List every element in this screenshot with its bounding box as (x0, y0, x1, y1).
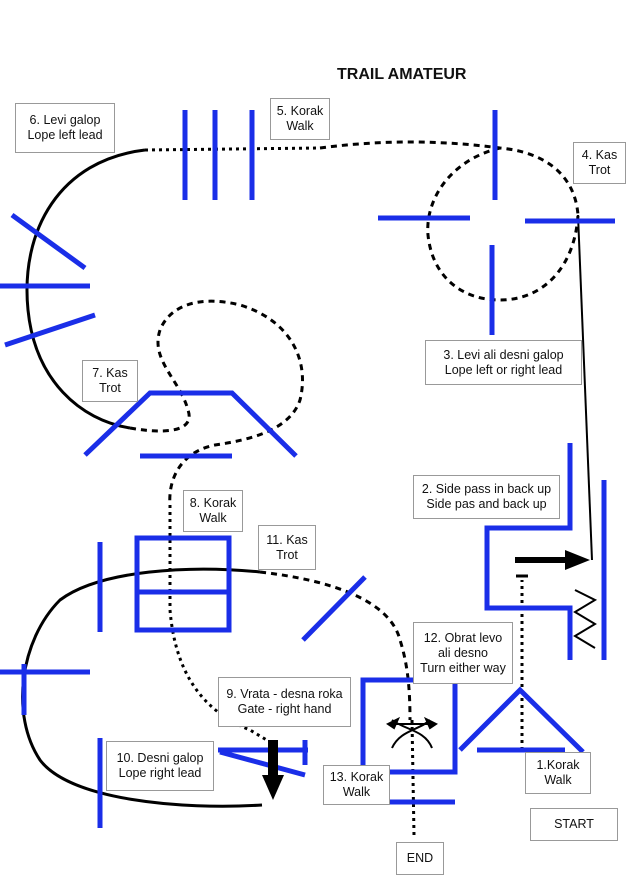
triangle-obstacle (458, 686, 585, 754)
pole (4, 312, 96, 348)
turn-arrows-icon (386, 716, 438, 749)
path-walk-top (144, 146, 321, 152)
obstacles (0, 110, 615, 828)
sidepass-arrow-icon (515, 550, 590, 570)
gate-arrow-icon (262, 740, 284, 800)
path-trot-to-box (259, 570, 412, 721)
walk-box (134, 535, 232, 633)
gate (219, 749, 306, 778)
path-walk-end (410, 719, 416, 836)
path-lope-circle (426, 146, 580, 302)
end-label: END (396, 842, 444, 875)
path-to-sidepass (577, 214, 593, 561)
pole (301, 575, 367, 642)
diagram-title: TRAIL AMATEUR (337, 66, 467, 83)
path-lope-left (25, 148, 146, 430)
path-trot-serpentine (129, 299, 304, 506)
zigzag-marker (573, 589, 598, 649)
trapezoid-obstacle (83, 390, 298, 458)
pole (10, 212, 87, 271)
sidepass-obstacle (484, 443, 573, 660)
start-label: START (530, 808, 618, 841)
turn-box (360, 677, 458, 775)
